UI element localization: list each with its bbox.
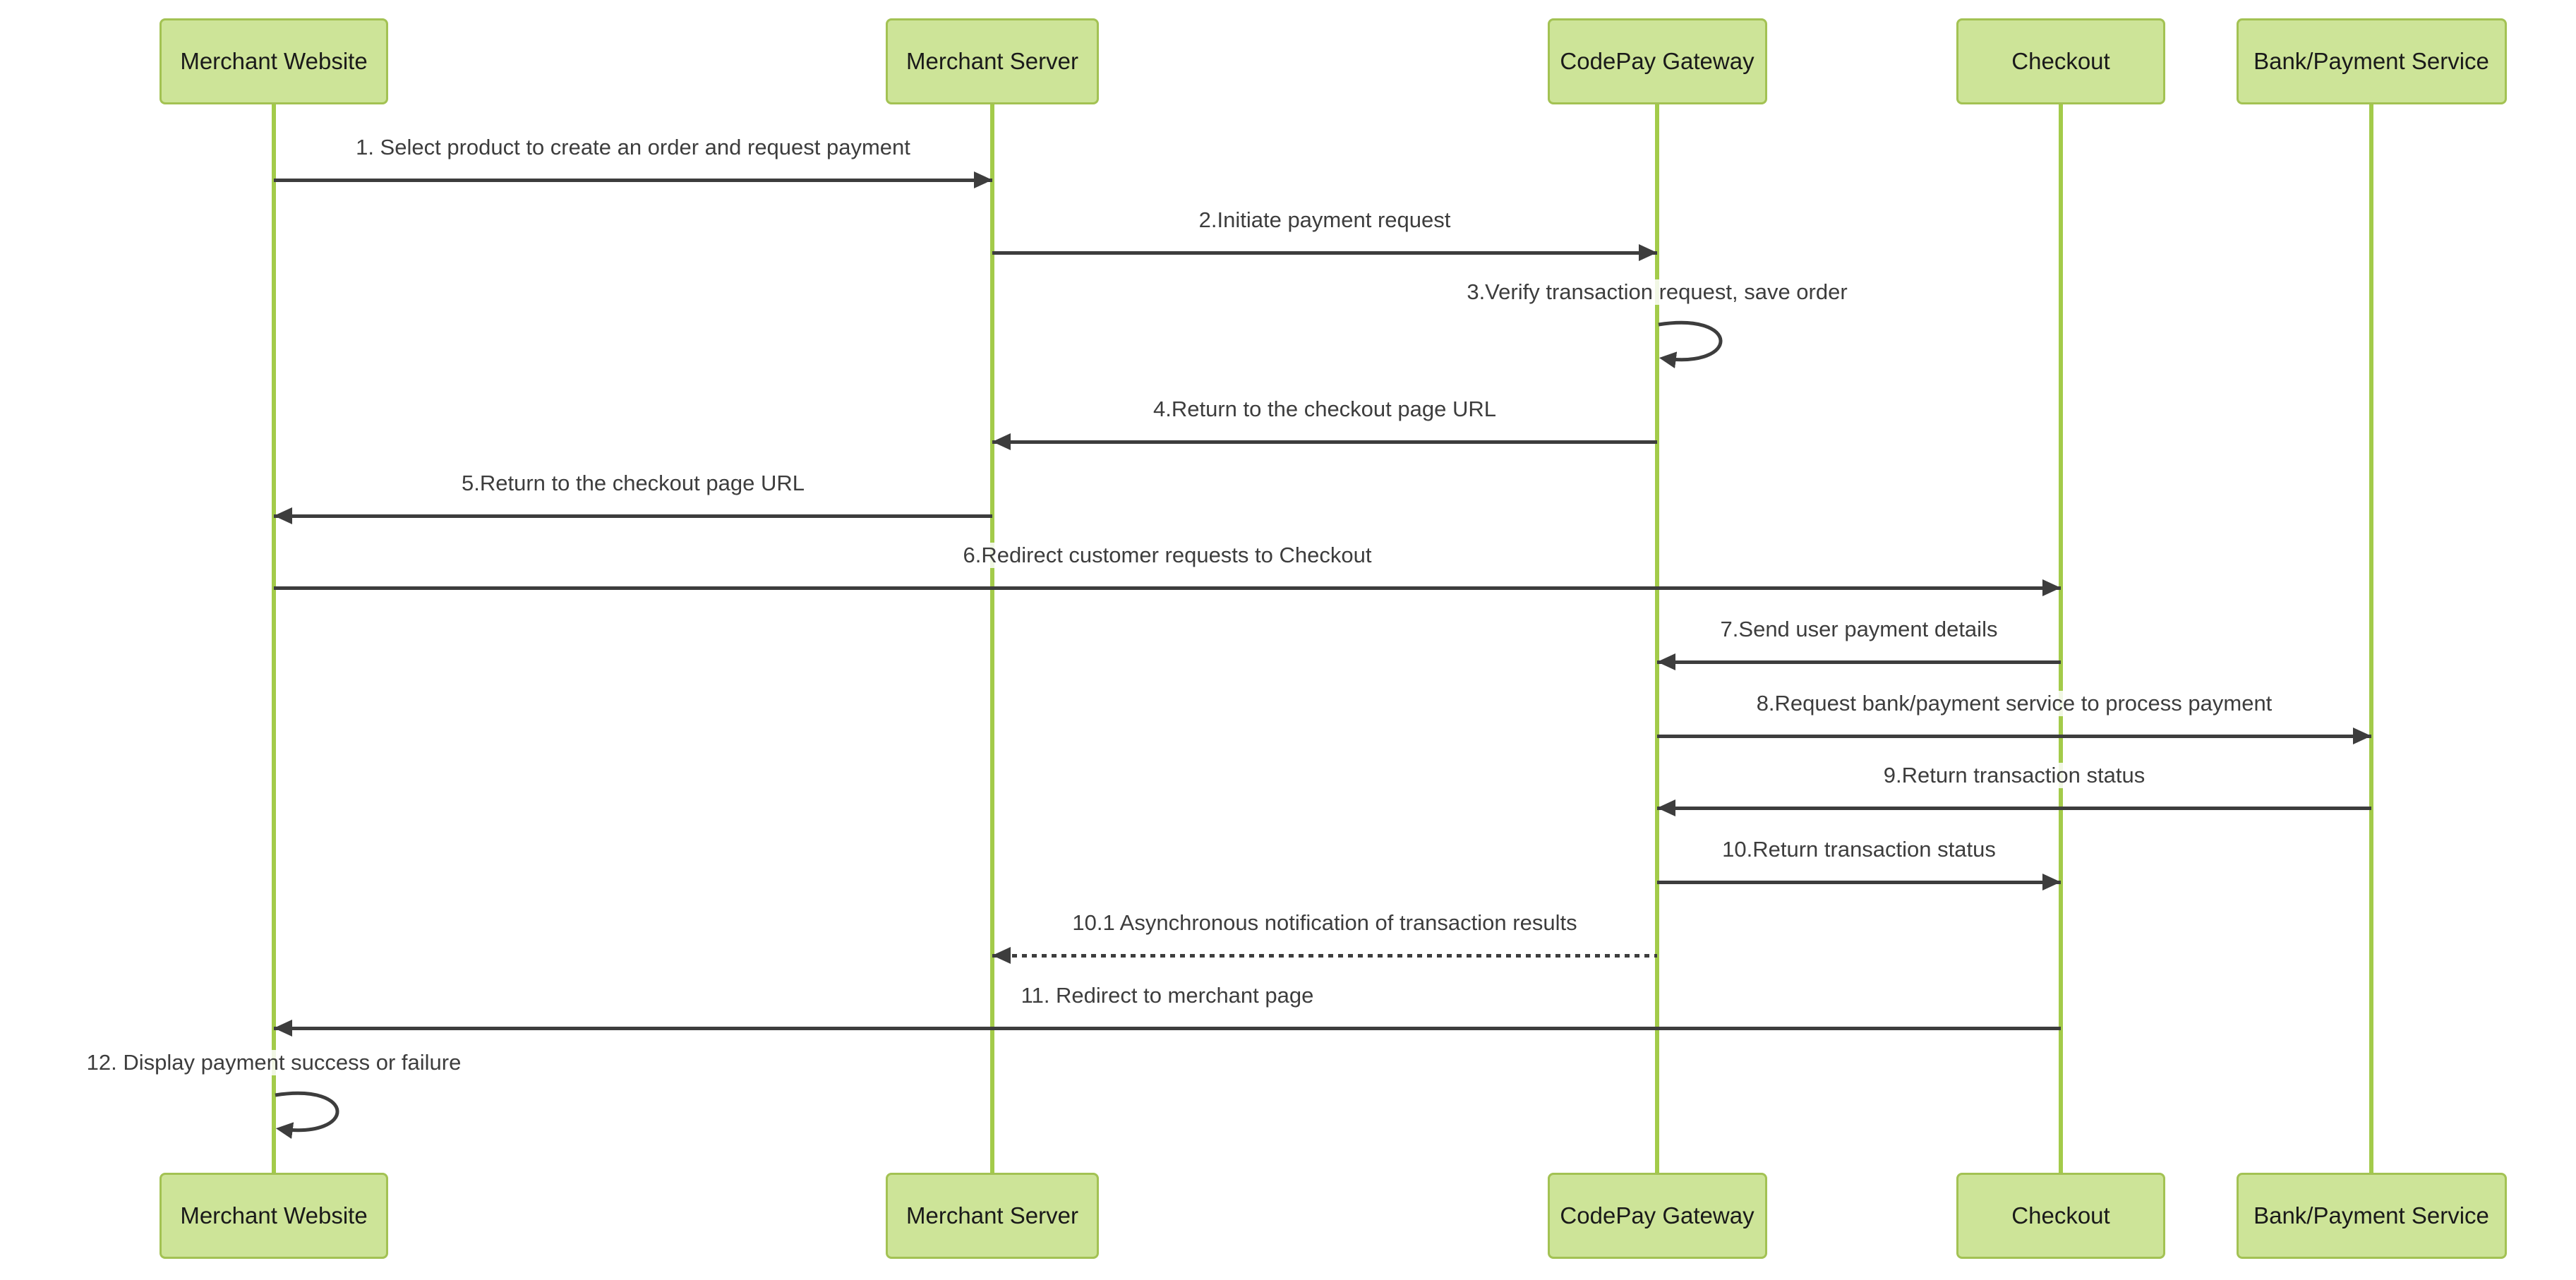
actor-box-bottom-merchant-server: Merchant Server xyxy=(886,1173,1099,1259)
message-arrow-4 xyxy=(992,440,1657,444)
message-label-12: 11. Redirect to merchant page xyxy=(1016,983,1318,1008)
actor-label-merchant-website: Merchant Website xyxy=(180,48,368,74)
message-arrow-5 xyxy=(274,514,992,518)
message-label-2: 2.Initiate payment request xyxy=(1194,207,1455,233)
message-arrow-10 xyxy=(1657,881,2061,884)
message-arrowhead-7 xyxy=(1657,653,1675,670)
actor-label-merchant-server: Merchant Server xyxy=(906,1202,1078,1228)
message-label-6: 6.Redirect customer requests to Checkout xyxy=(958,543,1376,568)
message-arrow-11 xyxy=(992,954,1657,958)
message-arrowhead-8 xyxy=(2353,727,2371,744)
actor-box-bottom-merchant-website: Merchant Website xyxy=(160,1173,388,1259)
message-arrowhead-6 xyxy=(2042,579,2061,596)
actor-box-top-bank-payment-service: Bank/Payment Service xyxy=(2236,18,2507,104)
actor-label-bank-payment-service: Bank/Payment Service xyxy=(2253,1202,2489,1228)
message-label-4: 4.Return to the checkout page URL xyxy=(1149,397,1500,422)
actor-box-bottom-codepay-gateway: CodePay Gateway xyxy=(1547,1173,1767,1259)
lifeline-merchant-server xyxy=(990,102,994,1175)
lifeline-checkout xyxy=(2059,102,2063,1175)
message-arrowhead-12 xyxy=(274,1020,292,1037)
actor-label-codepay-gateway: CodePay Gateway xyxy=(1560,48,1755,74)
lifeline-bank-payment-service xyxy=(2369,102,2373,1175)
actor-box-top-merchant-website: Merchant Website xyxy=(160,18,388,104)
actor-box-bottom-checkout: Checkout xyxy=(1956,1173,2165,1259)
lifeline-merchant-website xyxy=(272,102,276,1175)
actor-label-bank-payment-service: Bank/Payment Service xyxy=(2253,48,2489,74)
message-arrow-8 xyxy=(1657,735,2371,738)
message-label-7: 7.Send user payment details xyxy=(1716,617,2002,642)
message-label-5: 5.Return to the checkout page URL xyxy=(457,471,809,496)
message-label-10: 10.Return transaction status xyxy=(1718,837,2000,862)
message-label-13: 12. Display payment success or failure xyxy=(82,1050,466,1075)
message-arrow-6 xyxy=(274,586,2061,590)
message-arrowhead-5 xyxy=(274,507,292,524)
message-arrow-2 xyxy=(992,251,1657,255)
lifeline-codepay-gateway xyxy=(1655,102,1659,1175)
message-label-3: 3.Verify transaction request, save order xyxy=(1462,279,1852,305)
actor-label-checkout: Checkout xyxy=(2011,1202,2110,1228)
message-arrowhead-4 xyxy=(992,433,1011,450)
message-label-1: 1. Select product to create an order and… xyxy=(351,135,915,160)
message-arrowhead-10 xyxy=(2042,874,2061,890)
actor-label-merchant-website: Merchant Website xyxy=(180,1202,368,1228)
actor-box-bottom-bank-payment-service: Bank/Payment Service xyxy=(2236,1173,2507,1259)
actor-box-top-codepay-gateway: CodePay Gateway xyxy=(1547,18,1767,104)
message-arrowhead-2 xyxy=(1639,244,1657,261)
message-label-8: 8.Request bank/payment service to proces… xyxy=(1752,691,2277,716)
actor-label-merchant-server: Merchant Server xyxy=(906,48,1078,74)
message-arrow-12 xyxy=(274,1027,2061,1030)
actor-box-top-checkout: Checkout xyxy=(1956,18,2165,104)
message-arrowhead-1 xyxy=(974,171,992,188)
self-loop-arrow-13 xyxy=(271,1088,370,1152)
message-label-9: 9.Return transaction status xyxy=(1879,763,2150,788)
message-arrow-9 xyxy=(1657,807,2371,810)
actor-label-checkout: Checkout xyxy=(2011,48,2110,74)
message-arrow-7 xyxy=(1657,660,2061,664)
message-arrow-1 xyxy=(274,179,992,182)
message-label-11: 10.1 Asynchronous notification of transa… xyxy=(1068,910,1582,936)
self-loop-arrow-3 xyxy=(1654,318,1753,381)
message-arrowhead-9 xyxy=(1657,799,1675,816)
actor-label-codepay-gateway: CodePay Gateway xyxy=(1560,1202,1755,1228)
actor-box-top-merchant-server: Merchant Server xyxy=(886,18,1099,104)
message-arrowhead-11 xyxy=(992,947,1011,964)
